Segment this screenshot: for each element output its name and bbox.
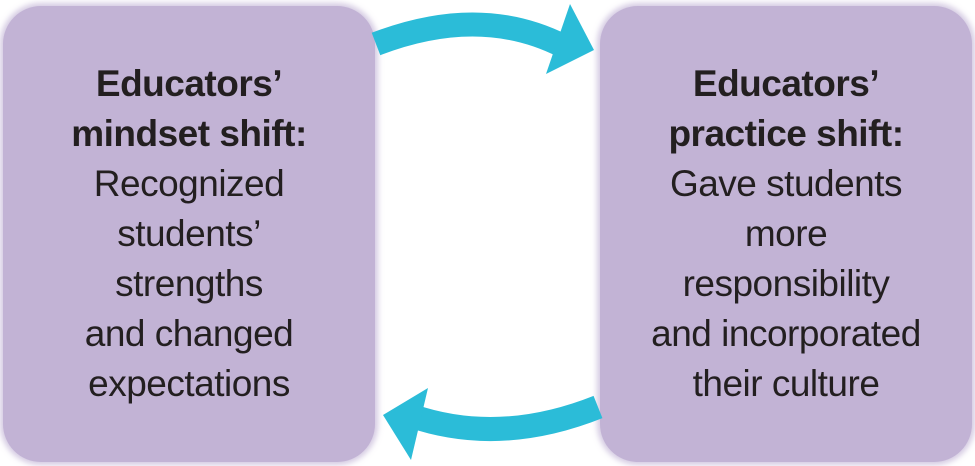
body-line: students’ [117, 213, 261, 254]
heading-line: practice shift: [668, 113, 904, 154]
body-line: Gave students [669, 163, 903, 204]
arrow-right-curved-icon [371, 4, 594, 74]
heading-line: Educators’ [95, 63, 283, 104]
body-line: and changed [84, 313, 294, 354]
arrow-left-curved-icon [383, 388, 603, 460]
body-line: their culture [692, 363, 880, 404]
heading-line: mindset shift: [71, 113, 307, 154]
body-line: expectations [88, 363, 290, 404]
heading-line: Educators’ [692, 63, 880, 104]
body-line: more [744, 213, 828, 254]
body-line: responsibility [682, 263, 890, 304]
body-line: Recognized [93, 163, 285, 204]
body-line: and incorporated [651, 313, 921, 354]
mindset-shift-box: Educators’ mindset shift: Recognized stu… [3, 6, 375, 462]
practice-shift-box: Educators’ practice shift: Gave students… [600, 6, 972, 462]
body-line: strengths [115, 263, 263, 304]
